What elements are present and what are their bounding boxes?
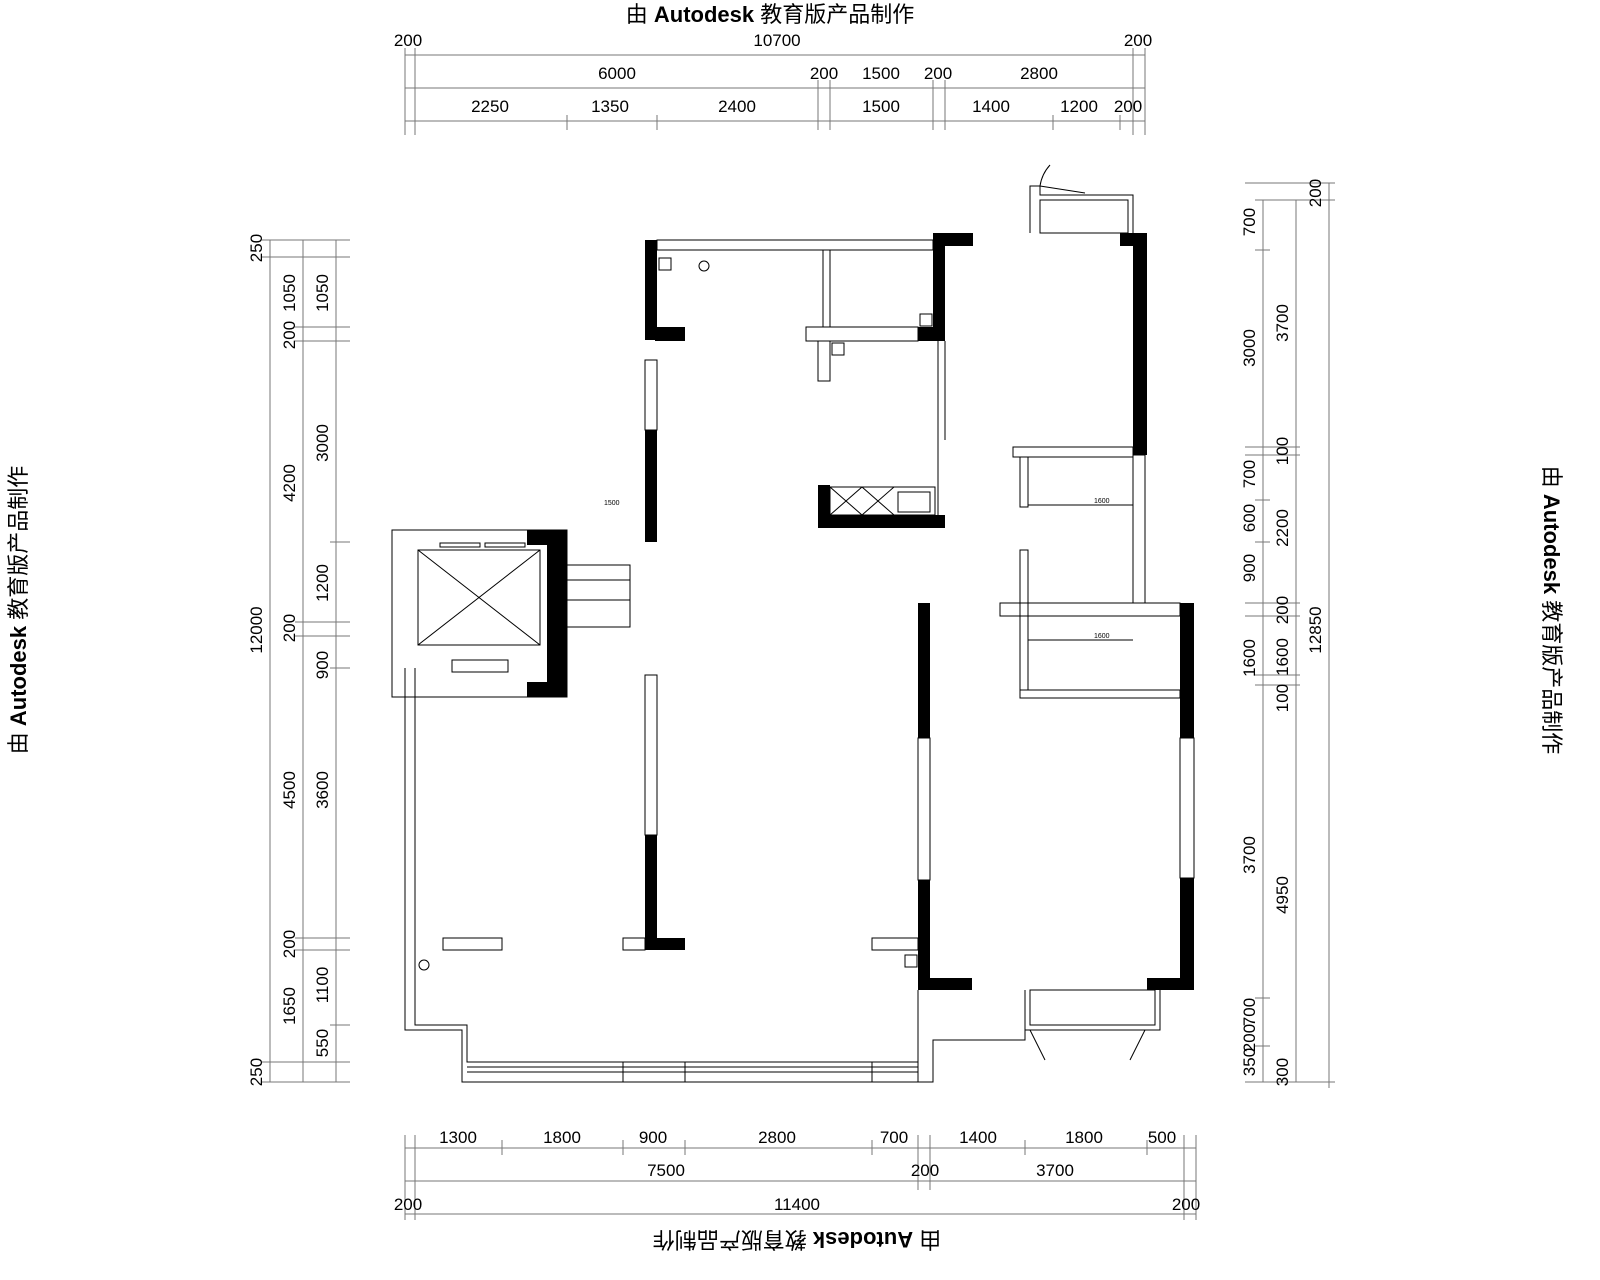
dim: 200 xyxy=(1114,97,1142,116)
dim: 100 xyxy=(1273,684,1292,712)
watermark-left: 由 Autodesk 教育版产品制作 xyxy=(6,466,31,755)
watermark-right: 由 Autodesk 教育版产品制作 xyxy=(1539,466,1564,755)
dim: 3000 xyxy=(1240,329,1259,367)
dim: 3600 xyxy=(313,771,332,809)
dim: 300 xyxy=(1273,1058,1292,1086)
dim: 4200 xyxy=(280,464,299,502)
dim: 900 xyxy=(639,1128,667,1147)
dim: 1200 xyxy=(313,564,332,602)
svg-text:由 Autodesk 教育版产品制作: 由 Autodesk 教育版产品制作 xyxy=(626,2,915,27)
dim: 3700 xyxy=(1240,836,1259,874)
dim: 3000 xyxy=(313,424,332,462)
top-dimension-lines xyxy=(404,48,1146,135)
dim: 250 xyxy=(247,234,266,262)
dim: 200 xyxy=(1172,1195,1200,1214)
dim: 1500 xyxy=(862,64,900,83)
svg-text:由 Autodesk 教育版产品制作: 由 Autodesk 教育版产品制作 xyxy=(1539,466,1564,755)
dim: 200 xyxy=(1306,179,1325,207)
dim: 350 xyxy=(1240,1048,1259,1076)
bottom-dimension-lines xyxy=(404,1135,1197,1220)
dim: 200 xyxy=(810,64,838,83)
dim: 700 xyxy=(1240,998,1259,1026)
svg-text:由 Autodesk 教育版产品制作: 由 Autodesk 教育版产品制作 xyxy=(653,1227,942,1252)
dim: 200 xyxy=(280,614,299,642)
dim: 1100 xyxy=(313,967,332,1004)
dim: 4950 xyxy=(1273,876,1292,914)
dim: 250 xyxy=(247,1058,266,1086)
dim: 1300 xyxy=(439,1128,477,1147)
dim: 200 xyxy=(1240,1024,1259,1052)
top-dimension-text: 200 10700 200 6000 200 1500 200 2800 225… xyxy=(394,31,1152,116)
floor-plan: 1500 1600 1600 xyxy=(391,164,1195,1083)
dim: 200 xyxy=(394,31,422,50)
dim: 700 xyxy=(1240,208,1259,236)
dim: 600 xyxy=(1240,504,1259,532)
dim: 100 xyxy=(1273,437,1292,465)
dim: 1500 xyxy=(862,97,900,116)
plan-label: 1500 xyxy=(604,500,620,507)
svg-text:由 Autodesk 教育版产品制作: 由 Autodesk 教育版产品制作 xyxy=(6,466,31,755)
dim: 1400 xyxy=(972,97,1010,116)
dim: 900 xyxy=(313,651,332,679)
dim: 900 xyxy=(1240,554,1259,582)
dim: 1350 xyxy=(591,97,629,116)
dim: 1800 xyxy=(543,1128,581,1147)
plan-label: 1600 xyxy=(1094,498,1110,505)
dim: 7500 xyxy=(647,1161,685,1180)
left-dimension-text: 250 12000 250 1050 200 4200 200 4500 200… xyxy=(247,234,332,1086)
dim: 200 xyxy=(394,1195,422,1214)
dim: 200 xyxy=(280,930,299,958)
dim: 1800 xyxy=(1065,1128,1103,1147)
dim: 12850 xyxy=(1306,606,1325,653)
dim: 10700 xyxy=(753,31,800,50)
dim: 200 xyxy=(280,321,299,349)
dim: 200 xyxy=(1124,31,1152,50)
dim: 200 xyxy=(1273,596,1292,624)
dim: 1600 xyxy=(1273,638,1292,676)
dim: 700 xyxy=(880,1128,908,1147)
plan-label: 1600 xyxy=(1094,633,1110,640)
watermark-top: 由 Autodesk 教育版产品制作 xyxy=(626,2,915,27)
dim: 2800 xyxy=(1020,64,1058,83)
dim: 4500 xyxy=(280,771,299,809)
dim: 700 xyxy=(1240,460,1259,488)
dim: 12000 xyxy=(247,606,266,653)
dim: 11400 xyxy=(774,1195,820,1214)
dim: 500 xyxy=(1148,1128,1176,1147)
dim: 2400 xyxy=(718,97,756,116)
dim: 1400 xyxy=(959,1128,997,1147)
dim: 3700 xyxy=(1273,304,1292,342)
dim: 550 xyxy=(313,1029,332,1057)
dim: 6000 xyxy=(598,64,636,83)
dim: 3700 xyxy=(1036,1161,1074,1180)
dim: 1200 xyxy=(1060,97,1098,116)
dim: 200 xyxy=(911,1161,939,1180)
right-dimension-text: 700 3000 700 600 900 1600 3700 700 200 3… xyxy=(1240,179,1325,1086)
dim: 2200 xyxy=(1273,509,1292,547)
dim: 2250 xyxy=(471,97,509,116)
dim: 200 xyxy=(924,64,952,83)
right-dimension-lines xyxy=(1245,182,1335,1088)
watermark-bottom: 由 Autodesk 教育版产品制作 xyxy=(653,1227,942,1252)
bottom-dimension-text: 1300 1800 900 2800 700 1400 1800 500 750… xyxy=(394,1128,1200,1214)
dim: 1050 xyxy=(313,274,332,312)
dim: 1050 xyxy=(280,274,299,312)
dim: 1650 xyxy=(280,987,299,1025)
dim: 2800 xyxy=(758,1128,796,1147)
left-dimension-lines xyxy=(262,239,350,1083)
dim: 1600 xyxy=(1240,639,1259,677)
